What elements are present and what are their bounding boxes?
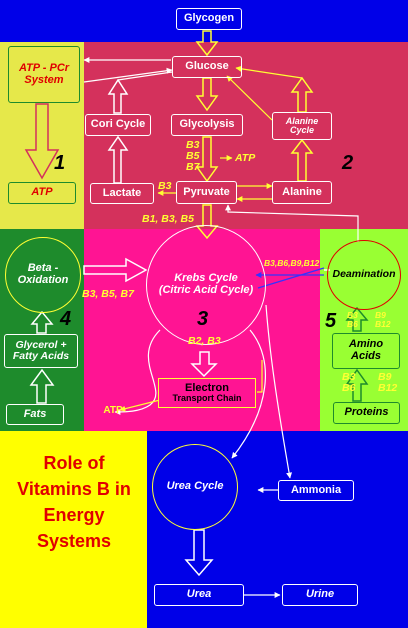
lactate-node: Lactate: [90, 183, 154, 204]
glycerol-fatty-acids-label: Glycerol + Fatty Acids: [12, 338, 70, 362]
electron-transport-chain-node: Electron Transport Chain: [158, 378, 256, 408]
proteins-label: Proteins: [344, 406, 389, 419]
vitamins-beta-oxidation: B3, B5, B7: [82, 288, 134, 300]
alanine-node: Alanine: [272, 181, 332, 204]
pyruvate-label: Pyruvate: [183, 185, 230, 198]
deamination-node: Deamination: [327, 240, 401, 310]
glucose-node: Glucose: [172, 56, 242, 78]
vitamins-krebs: B2, B3: [188, 335, 221, 347]
beta-oxidation-node: Beta - Oxidation: [5, 237, 81, 313]
region-number-1: 1: [54, 152, 66, 174]
cori-cycle-label: Cori Cycle: [90, 118, 146, 131]
pyruvate-node: Pyruvate: [176, 181, 237, 204]
region-number-2: 2: [342, 152, 354, 174]
region-number-3: 3: [197, 308, 209, 330]
lactate-label: Lactate: [102, 186, 142, 199]
atp-krebs-node: ATP: [102, 404, 124, 418]
arrow-atppcr-atp: [24, 103, 60, 180]
vitamins-amino-left: B3 B6: [347, 310, 358, 329]
atp-glycolysis-label: ATP: [235, 152, 256, 164]
krebs-cycle-node: Krebs Cycle (Citric Acid Cycle): [146, 225, 266, 345]
atp-pcr-system-node: ATP - PCr System: [8, 46, 80, 103]
atp-region1-label: ATP: [31, 186, 53, 199]
arrow-fats-glycerol: [29, 368, 55, 404]
vitamins-pyruvate-krebs: B1, B3, B5: [142, 213, 194, 225]
cori-cycle-node: Cori Cycle: [85, 114, 151, 136]
glycolysis-node: Glycolysis: [171, 114, 243, 136]
urea-cycle-label: Urea Cycle: [166, 480, 224, 493]
glycerol-fatty-acids-node: Glycerol + Fatty Acids: [4, 334, 78, 368]
vitamins-protein-left: B3 B6: [342, 371, 356, 395]
arrow-proteins-amino: [345, 368, 369, 402]
vitamins-amino-right: B9 B12: [375, 310, 391, 329]
ammonia-node: Ammonia: [278, 480, 354, 501]
diagram-title: Role of Vitamins B in Energy Systems: [17, 453, 131, 552]
urine-label: Urine: [305, 588, 335, 601]
atp-krebs-label: ATP: [103, 404, 123, 416]
proteins-node: Proteins: [333, 402, 400, 424]
arrow-cori-glucose: [107, 78, 129, 114]
beta-oxidation-label: Beta - Oxidation: [17, 262, 69, 286]
ammonia-label: Ammonia: [290, 483, 342, 496]
glycogen-label: Glycogen: [183, 12, 235, 25]
amino-acids-node: Amino Acids: [332, 333, 400, 369]
vitamins-lactate: B3: [158, 180, 172, 192]
arrow-ureacycle-urea: [184, 529, 214, 577]
region-1-atp-pcr: [0, 42, 84, 229]
amino-acids-label: Amino Acids: [348, 338, 384, 362]
vitamins-deamination: B3,B6,B9,B12: [264, 258, 320, 268]
arrow-beta-krebs: [83, 257, 148, 283]
arrow-glycolysis-pyruvate: [195, 136, 219, 183]
arrow-lactate-cori: [107, 135, 129, 184]
region-number-4: 4: [60, 308, 72, 330]
arrow-amino-deamination: [345, 306, 369, 332]
alanine-cycle-label: Alanine Cycle: [285, 115, 319, 135]
glycolysis-label: Glycolysis: [179, 118, 235, 131]
arrow-glycerol-beta: [30, 310, 54, 334]
vitamins-protein-right: B9 B12: [378, 371, 398, 395]
atp-pcr-label: ATP - PCr System: [18, 61, 70, 86]
alanine-cycle-node: Alanine Cycle: [272, 112, 332, 140]
etc-label-1: Electron: [184, 381, 229, 394]
urea-label: Urea: [186, 588, 212, 601]
krebs-cycle-label: Krebs Cycle (Citric Acid Cycle): [158, 272, 254, 296]
arrow-alanine-cycle: [290, 138, 314, 182]
vitamins-glycolysis: B3 B5 B7: [186, 139, 200, 174]
glucose-label: Glucose: [185, 60, 229, 73]
glycogen-node: Glycogen: [176, 8, 242, 30]
urea-cycle-node: Urea Cycle: [152, 444, 238, 530]
etc-label-2: Transport Chain: [172, 393, 242, 404]
fats-label: Fats: [23, 407, 47, 420]
urine-node: Urine: [282, 584, 358, 606]
arrow-glycogen-glucose: [195, 30, 219, 57]
arrow-glucose-glycolysis: [195, 77, 219, 112]
region-number-5: 5: [325, 310, 337, 332]
arrow-alanine-cycle-up: [290, 76, 314, 113]
urea-node: Urea: [154, 584, 244, 606]
title-region: [0, 431, 147, 628]
arrow-krebs-etc: [190, 351, 218, 378]
atp-region1-node: ATP: [8, 182, 76, 204]
alanine-label: Alanine: [282, 185, 322, 198]
fats-node: Fats: [6, 404, 64, 425]
deamination-label: Deamination: [332, 268, 396, 281]
